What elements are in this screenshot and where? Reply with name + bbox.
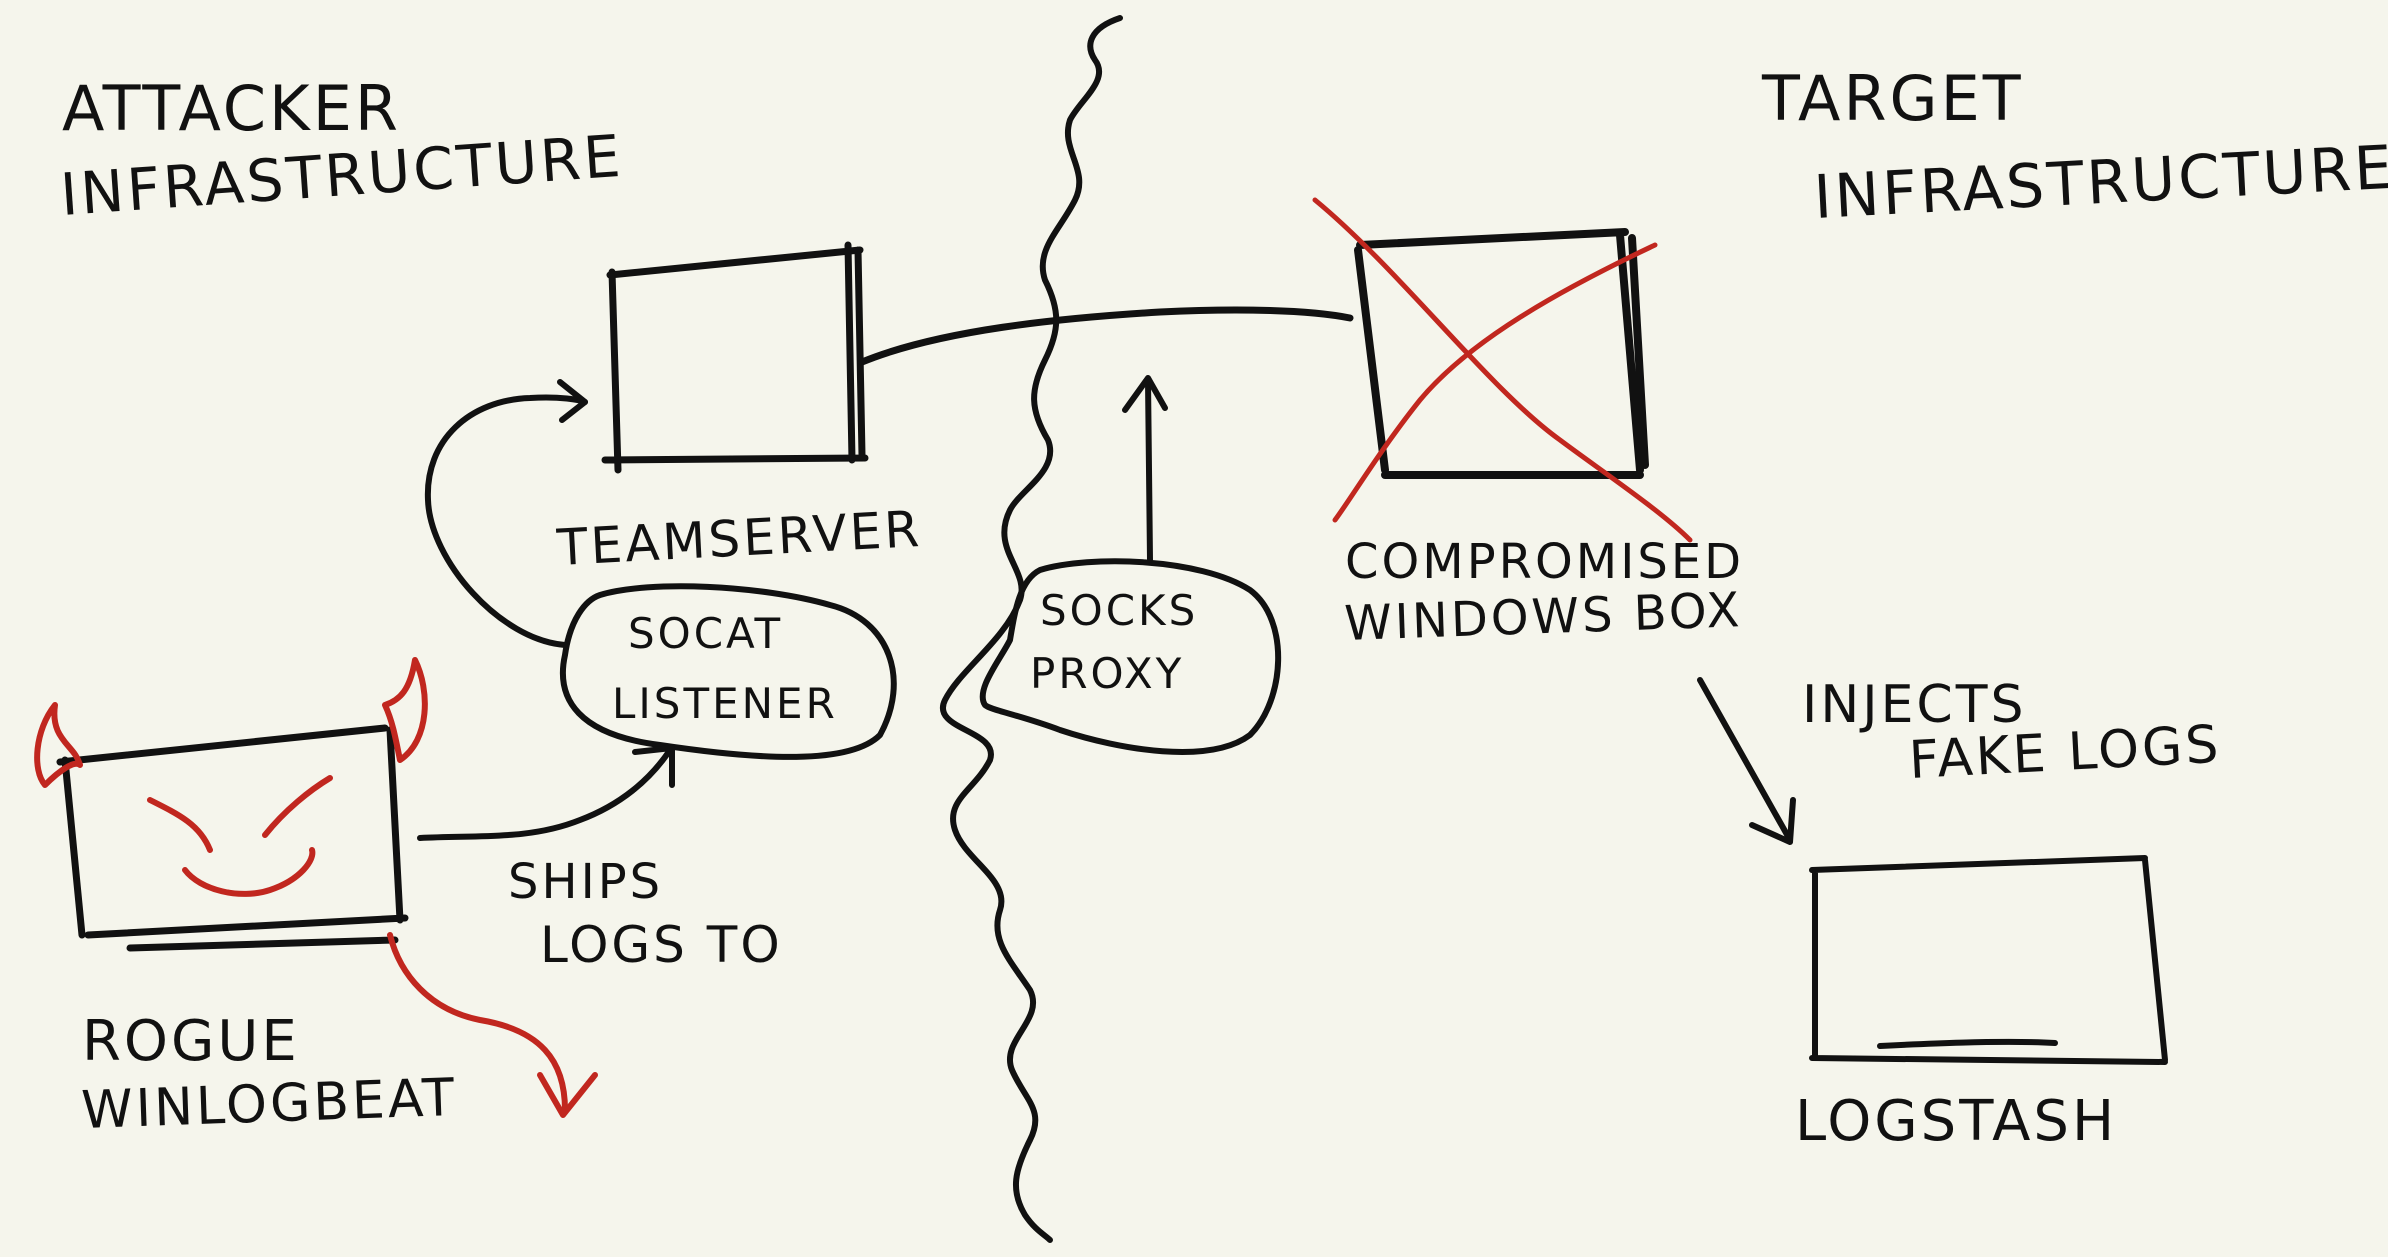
devil-smile-icon [182, 847, 316, 897]
devil-tail-arrowhead-icon [537, 1072, 598, 1118]
ships-logs-arrowhead [632, 745, 675, 788]
rogue-box [56, 724, 409, 952]
socat-label-line2: LISTENER [612, 679, 838, 728]
injects-label-line1: INJECTS [1802, 675, 2027, 735]
target-heading-line1: TARGET [1761, 62, 2024, 135]
ships-logs-arrow [417, 747, 673, 841]
compromised-box [1354, 228, 1649, 479]
devil-tail-icon [387, 932, 568, 1113]
teamserver-box [601, 241, 869, 474]
socks-label-line1: SOCKS [1040, 586, 1198, 635]
compromised-cross-icon [1312, 197, 1693, 543]
rogue-winlogbeat-node: ROGUE WINLOGBEAT [34, 657, 598, 1141]
attacker-heading-line1: ATTACKER [62, 72, 401, 145]
socat-to-teamserver-arrowhead [557, 379, 588, 423]
ships-label-line1: SHIPS [508, 854, 663, 910]
teamserver-label: TEAMSERVER [555, 500, 924, 577]
socat-listener-blob [559, 583, 897, 760]
devil-horn-left-icon [34, 702, 83, 788]
socat-label-line1: SOCAT [628, 609, 783, 658]
compromised-label-line2: WINDOWS BOX [1343, 582, 1743, 652]
ships-logs-label: SHIPS LOGS TO [508, 854, 783, 974]
socks-up-arrow [1145, 377, 1153, 563]
logstash-label: LOGSTASH [1795, 1089, 2117, 1154]
devil-eyes-icon [147, 775, 333, 853]
socks-proxy-node: SOCKS PROXY [979, 558, 1282, 755]
teamserver-to-compromised-link [858, 306, 1354, 366]
target-heading-line2: INFRASTRUCTURE [1812, 133, 2388, 233]
network-boundary-line [939, 15, 1123, 1243]
socat-to-teamserver-arrow [424, 394, 588, 648]
compromised-windows-box-node: COMPROMISED WINDOWS BOX [1312, 197, 1744, 652]
devil-horn-right-icon [382, 657, 428, 763]
injects-arrow [1697, 677, 1793, 843]
socat-listener-node: SOCAT LISTENER [559, 583, 897, 760]
logstash-box [1809, 855, 2168, 1065]
attacker-infrastructure-heading: ATTACKER INFRASTRUCTURE [58, 72, 625, 229]
socks-up-arrowhead [1122, 375, 1168, 413]
teamserver-node: TEAMSERVER [555, 241, 924, 577]
rogue-label-line2: WINLOGBEAT [80, 1068, 458, 1141]
rogue-label-line1: ROGUE [82, 1009, 300, 1074]
socks-proxy-blob [979, 558, 1282, 755]
injects-arrowhead [1749, 797, 1796, 845]
target-infrastructure-heading: TARGET INFRASTRUCTURE [1761, 62, 2388, 233]
injects-fake-logs-label: INJECTS FAKE LOGS [1802, 675, 2223, 791]
ships-label-line2: LOGS TO [540, 916, 783, 974]
compromised-label-line1: COMPROMISED [1345, 534, 1744, 590]
logstash-node: LOGSTASH [1795, 855, 2168, 1154]
socks-label-line2: PROXY [1030, 649, 1184, 698]
